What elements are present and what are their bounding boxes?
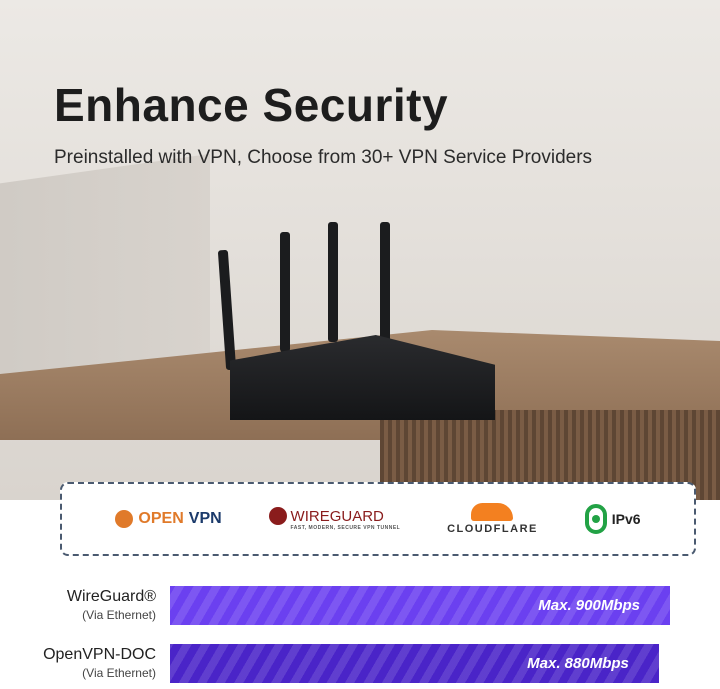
- antenna: [280, 232, 290, 352]
- wireguard-logo: WIREGUARD FAST, MODERN, SECURE VPN TUNNE…: [268, 507, 401, 531]
- speed-bar-openvpn: Max. 880Mbps: [170, 644, 659, 683]
- page-title: Enhance Security: [54, 79, 449, 131]
- subtitle: Preinstalled with VPN, Choose from 30+ V…: [54, 147, 593, 168]
- speed-label: OpenVPN-DOC(Via Ethernet): [43, 646, 156, 680]
- speed-label: WireGuard®(Via Ethernet): [66, 588, 156, 622]
- antenna: [380, 222, 390, 342]
- antenna: [328, 222, 338, 342]
- wall-panel: [0, 153, 210, 387]
- product-photo: [0, 0, 720, 500]
- cloudflare-logo: CLOUDFLARE: [447, 503, 538, 535]
- ipv6-logo: IPv6: [584, 504, 641, 534]
- keyhole-icon: [115, 510, 134, 528]
- speed-value: Max. 900Mbps: [538, 597, 640, 614]
- speed-bar-wireguard: Max. 900Mbps: [170, 586, 670, 625]
- speed-value: Max. 880Mbps: [527, 655, 629, 672]
- lock-icon: [584, 504, 607, 534]
- cloud-icon: [471, 503, 514, 521]
- dragon-icon: [268, 507, 287, 525]
